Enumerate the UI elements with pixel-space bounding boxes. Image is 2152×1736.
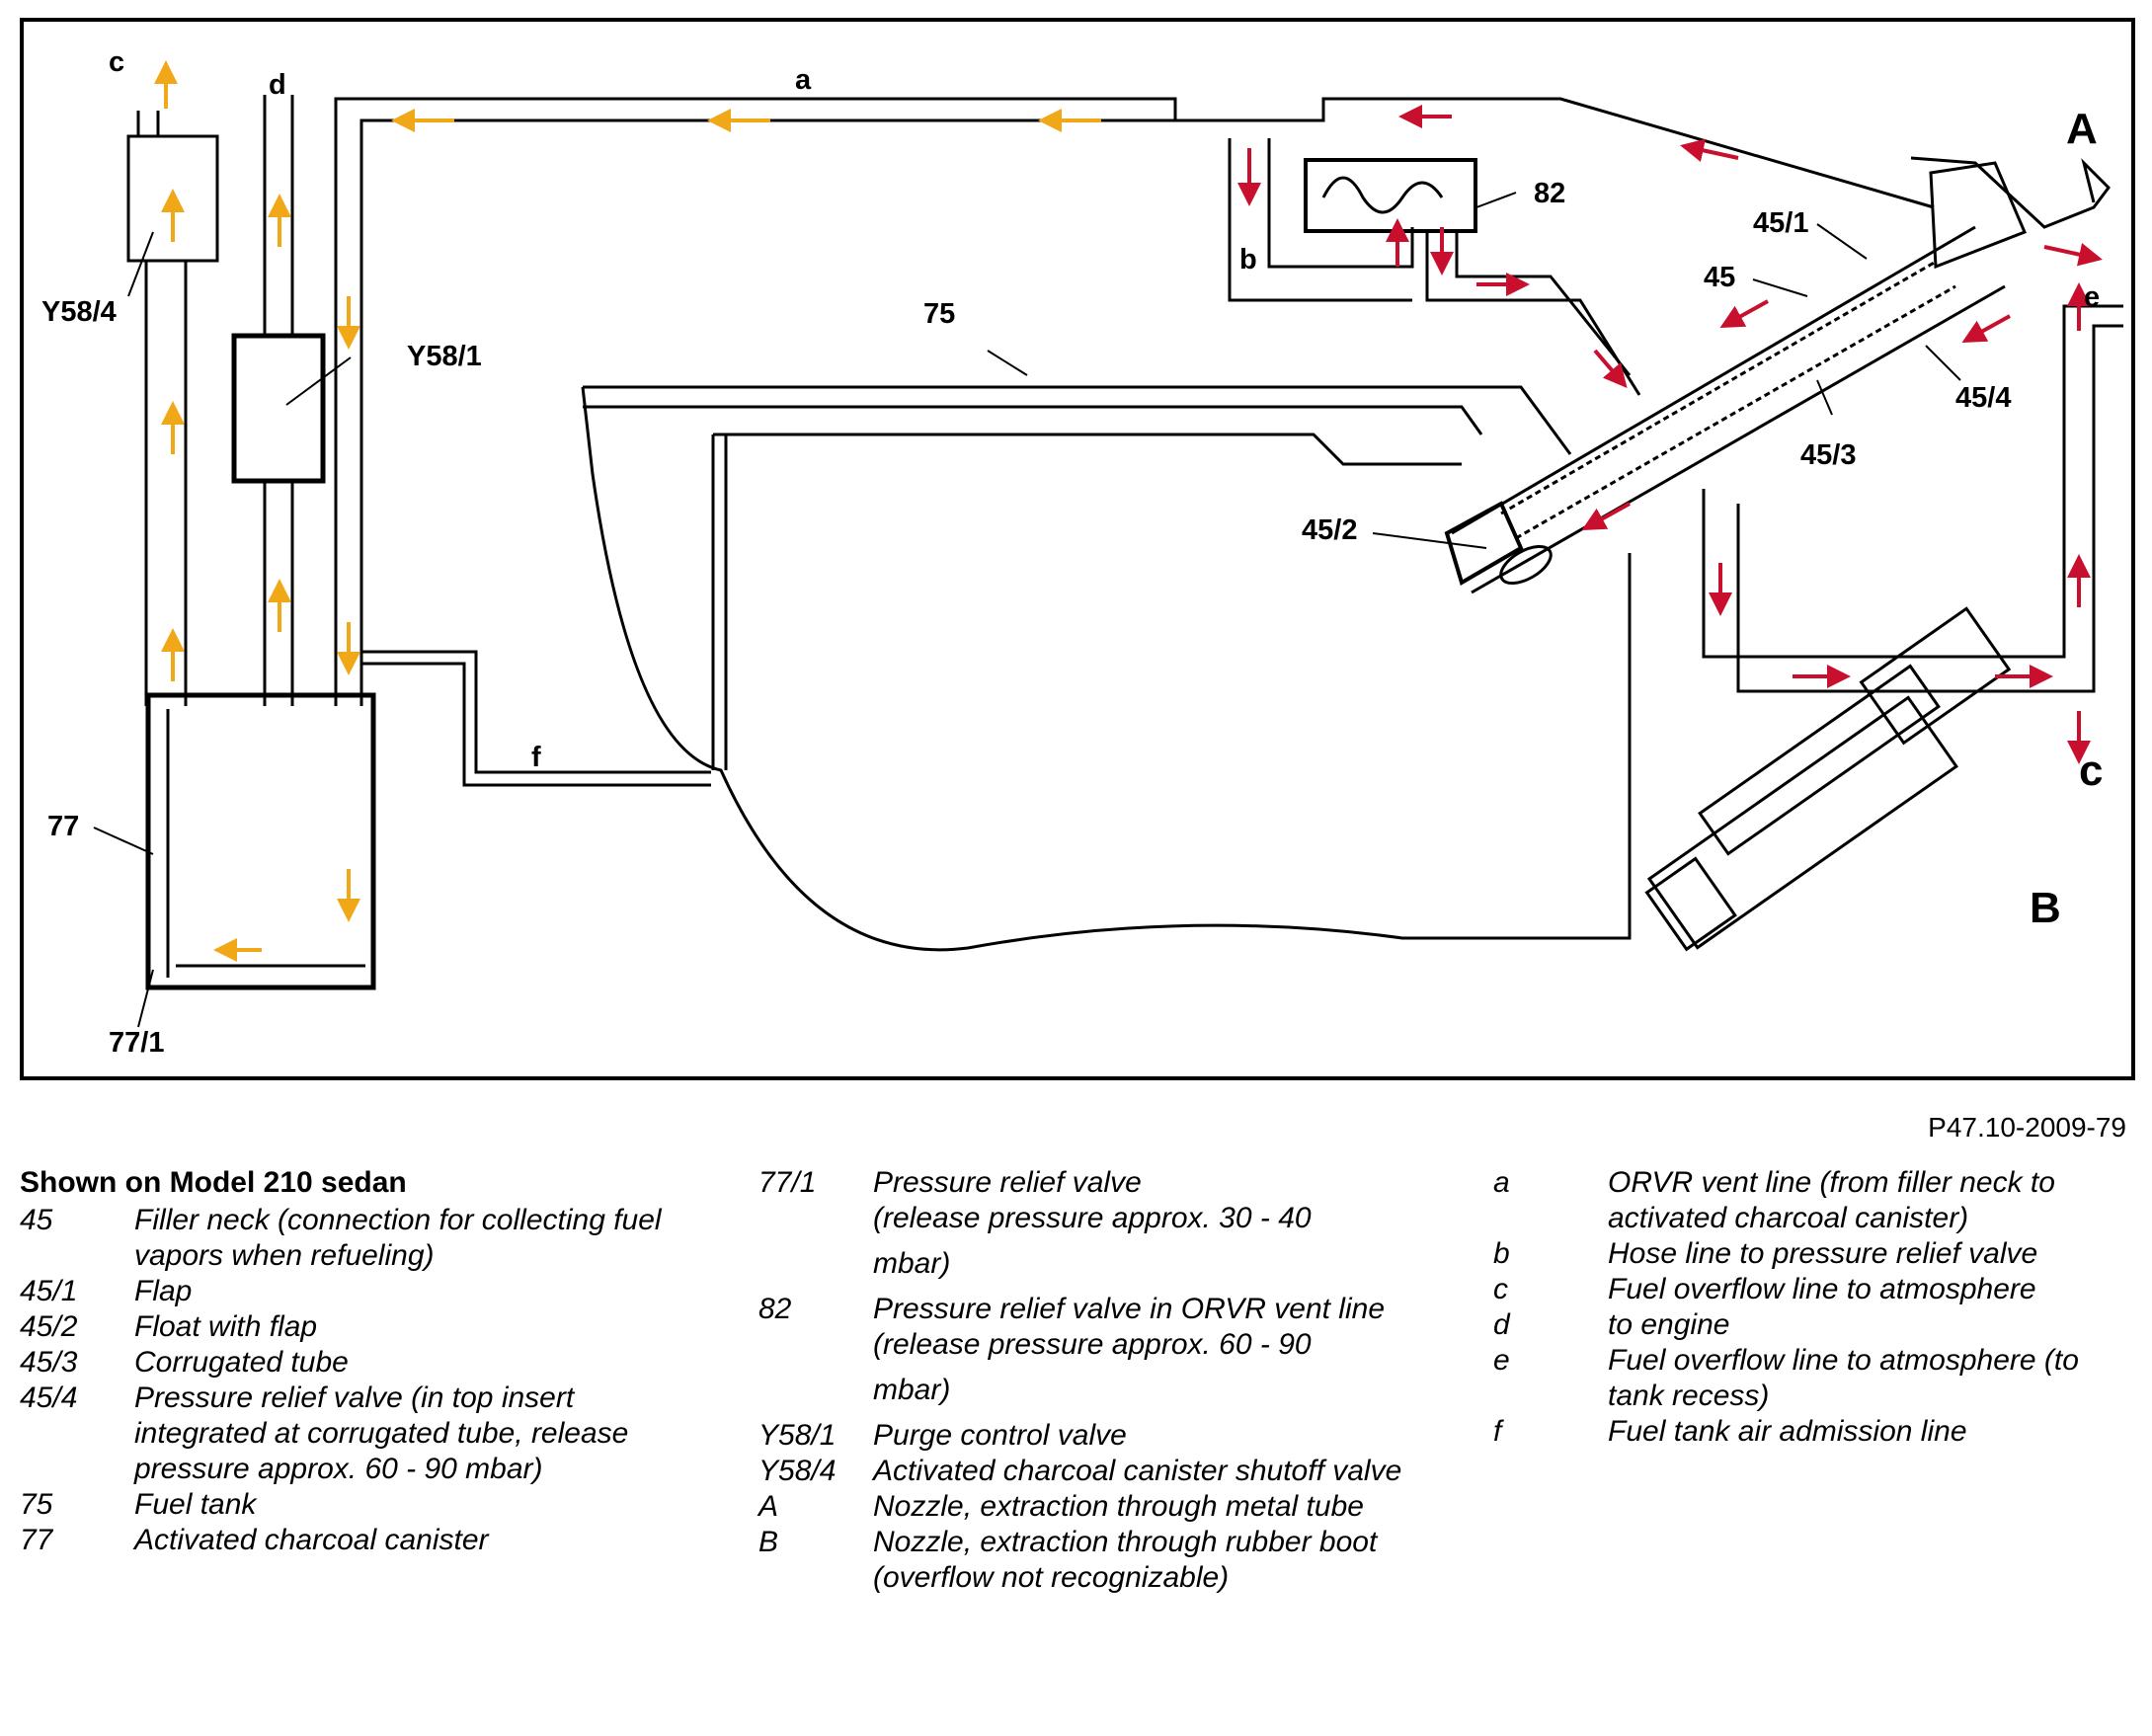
legend-text: mbar): [873, 1247, 951, 1280]
legend-text: Activated charcoal canister shutoff valv…: [873, 1455, 1402, 1487]
legend-key: 77/1: [758, 1166, 817, 1199]
label-45-3: 45/3: [1800, 439, 1856, 471]
legend-item: mbar): [758, 1373, 1450, 1408]
legend-item: 77/1 Pressure relief valve: [758, 1165, 1450, 1201]
legend-item: (release pressure approx. 30 - 40: [758, 1201, 1450, 1236]
legend-key: a: [1493, 1166, 1510, 1199]
legend-item: b Hose line to pressure relief valve: [1493, 1236, 2135, 1272]
legend-key: 75: [20, 1488, 53, 1521]
label-a: a: [795, 64, 812, 96]
legend-item: 77 Activated charcoal canister: [20, 1523, 701, 1558]
legend-text: Fuel overflow line to atmosphere (to tan…: [1608, 1344, 2079, 1412]
legend-item: mbar): [758, 1246, 1450, 1282]
label-y58-4: Y58/4: [41, 296, 117, 328]
legend-key: Y58/4: [758, 1455, 837, 1487]
legend-heading: Shown on Model 210 sedan: [20, 1166, 407, 1199]
legend-text: ORVR vent line (from filler neck to acti…: [1608, 1166, 2055, 1234]
label-45-2: 45/2: [1302, 514, 1357, 546]
legend-text: Filler neck (connection for collecting f…: [134, 1204, 662, 1272]
legend-text: Flap: [134, 1275, 193, 1307]
legend-text: (release pressure approx. 60 - 90: [873, 1328, 1312, 1361]
label-A: A: [2066, 105, 2098, 153]
legend-key: 45/1: [20, 1275, 78, 1307]
legend-item: 82 Pressure relief valve in ORVR vent lin…: [758, 1292, 1450, 1327]
legend-text: (release pressure approx. 30 - 40: [873, 1202, 1312, 1234]
legend-text: Nozzle, extraction through rubber boot (…: [873, 1526, 1378, 1594]
legend-key: c: [1493, 1273, 1508, 1305]
diagram-frame: [20, 18, 2135, 1080]
legend-text: Fuel overflow line to atmosphere: [1608, 1273, 2036, 1305]
label-45-1: 45/1: [1753, 207, 1808, 239]
legend-key: Y58/1: [758, 1419, 837, 1452]
legend-text: Fuel tank air admission line: [1608, 1415, 1967, 1448]
legend-text: Pressure relief valve: [873, 1166, 1142, 1199]
legend-text: to engine: [1608, 1308, 1730, 1341]
legend-item: c Fuel overflow line to atmosphere: [1493, 1272, 2135, 1307]
legend-key: 45/3: [20, 1346, 78, 1379]
legend-key: 45/2: [20, 1310, 78, 1343]
label-c-top: c: [109, 46, 124, 78]
legend-text: mbar): [873, 1374, 951, 1406]
legend-item: f Fuel tank air admission line: [1493, 1414, 2135, 1450]
label-c-right: c: [2079, 747, 2103, 795]
fuel-system-diagram: c d a b e f c Y58/4 Y58/1 75 77 77/1 82 …: [41, 46, 2123, 1059]
legend-item: e Fuel overflow line to atmosphere (to ta…: [1493, 1343, 2135, 1414]
label-82: 82: [1534, 178, 1565, 209]
legend-item: 45/3 Corrugated tube: [20, 1345, 701, 1381]
legend-text: Purge control valve: [873, 1419, 1127, 1452]
legend-text: Corrugated tube: [134, 1346, 349, 1379]
legend-column-1: Shown on Model 210 sedan 45 Filler neck (…: [20, 1165, 701, 1558]
label-f: f: [531, 742, 541, 773]
label-e: e: [2084, 281, 2100, 313]
legend-item: A Nozzle, extraction through metal tube: [758, 1489, 1450, 1525]
legend-key: f: [1493, 1415, 1502, 1448]
label-d: d: [269, 69, 286, 101]
legend-item: Y58/4 Activated charcoal canister shutoff…: [758, 1454, 1450, 1489]
legend-key: 45/4: [20, 1381, 78, 1414]
legend-key: B: [758, 1526, 779, 1558]
pressure-relief-valve-82: [1304, 158, 1477, 233]
label-B: B: [2030, 884, 2061, 932]
legend-key: 82: [758, 1293, 792, 1325]
label-45: 45: [1704, 262, 1735, 293]
legend-text: Pressure relief valve (in top insert int…: [134, 1381, 629, 1485]
label-45-4: 45/4: [1955, 382, 2011, 414]
legend-item: B Nozzle, extraction through rubber boot …: [758, 1525, 1450, 1596]
label-75: 75: [923, 298, 955, 330]
legend-column-2: 77/1 Pressure relief valve (release press…: [758, 1165, 1450, 1596]
label-b: b: [1239, 244, 1257, 276]
legend-key: A: [758, 1490, 779, 1523]
legend-text: Activated charcoal canister: [134, 1524, 489, 1556]
label-77-1: 77/1: [109, 1027, 164, 1059]
charcoal-canister-77: [145, 692, 376, 990]
figure-reference: P47.10-2009-79: [1928, 1112, 2126, 1143]
label-y58-1: Y58/1: [407, 341, 482, 372]
legend-item: 45/4 Pressure relief valve (in top insert…: [20, 1381, 701, 1487]
legend-item: 45/1 Flap: [20, 1274, 701, 1309]
legend-item: a ORVR vent line (from filler neck to act…: [1493, 1165, 2135, 1236]
legend-text: Nozzle, extraction through metal tube: [873, 1490, 1364, 1523]
legend-key: b: [1493, 1237, 1510, 1270]
purge-valve-y58-1: [231, 333, 326, 484]
legend-text: Pressure relief valve in ORVR vent line: [873, 1293, 1385, 1325]
legend-key: d: [1493, 1308, 1510, 1341]
legend-text: Fuel tank: [134, 1488, 257, 1521]
legend-column-3: a ORVR vent line (from filler neck to act…: [1493, 1165, 2135, 1450]
legend-key: e: [1493, 1344, 1510, 1377]
label-77: 77: [47, 811, 79, 842]
legend-text: Float with flap: [134, 1310, 318, 1343]
legend-item: 45 Filler neck (connection for collecting…: [20, 1203, 701, 1274]
legend-key: 45: [20, 1204, 53, 1236]
legend-item: 75 Fuel tank: [20, 1487, 701, 1523]
legend-item: 45/2 Float with flap: [20, 1309, 701, 1345]
legend-key: 77: [20, 1524, 53, 1556]
legend-item: d to engine: [1493, 1307, 2135, 1343]
legend-item: (release pressure approx. 60 - 90: [758, 1327, 1450, 1363]
legend-item: Y58/1 Purge control valve: [758, 1418, 1450, 1454]
legend-text: Hose line to pressure relief valve: [1608, 1237, 2038, 1270]
shutoff-valve-y58-4: [126, 134, 219, 263]
